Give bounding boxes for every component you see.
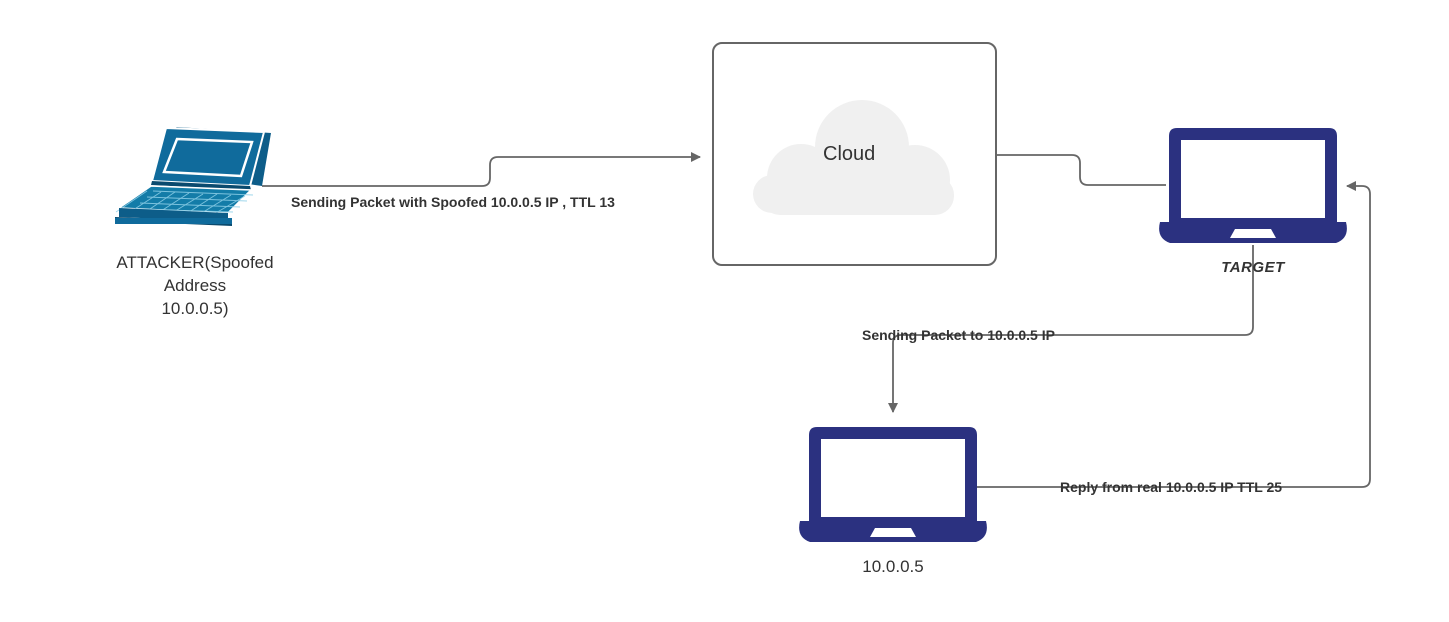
realhost-label: 10.0.0.5: [862, 557, 924, 576]
attacker-label-line-2: Address: [163, 276, 227, 295]
edge-cloud-to-target-path: [996, 154, 1166, 186]
attacker-label: ATTACKER(Spoofed Address 10.0.0.5): [75, 251, 315, 320]
edge-target-to-realhost-path: [888, 245, 1254, 413]
attacker-label-line-1: ATTACKER(Spoofed: [116, 253, 274, 272]
edge-label-target-to-realhost: Sending Packet to 10.0.0.5 IP: [862, 327, 1055, 343]
edge-realhost-to-target[interactable]: [973, 181, 1371, 488]
edge-label-realhost-to-target: Reply from real 10.0.0.5 IP TTL 25: [1060, 479, 1283, 495]
target-laptop-icon: [1159, 128, 1347, 243]
edge-label-attacker-to-cloud: Sending Packet with Spoofed 10.0.0.5 IP …: [291, 194, 615, 210]
real-host-laptop-icon: [799, 427, 987, 542]
edge-attacker-to-cloud-path: [262, 152, 701, 187]
cloud-icon: [753, 100, 954, 215]
attacker-label-line-3: 10.0.0.5): [161, 299, 229, 318]
target-label: TARGET: [1221, 259, 1285, 276]
attacker-laptop-icon: [115, 126, 271, 226]
edge-target-to-realhost[interactable]: [888, 245, 1254, 413]
edge-realhost-to-target-path: [973, 181, 1371, 488]
edge-cloud-to-target[interactable]: [996, 154, 1166, 186]
edge-attacker-to-cloud[interactable]: [262, 152, 701, 187]
cloud-label: Cloud: [823, 143, 876, 165]
